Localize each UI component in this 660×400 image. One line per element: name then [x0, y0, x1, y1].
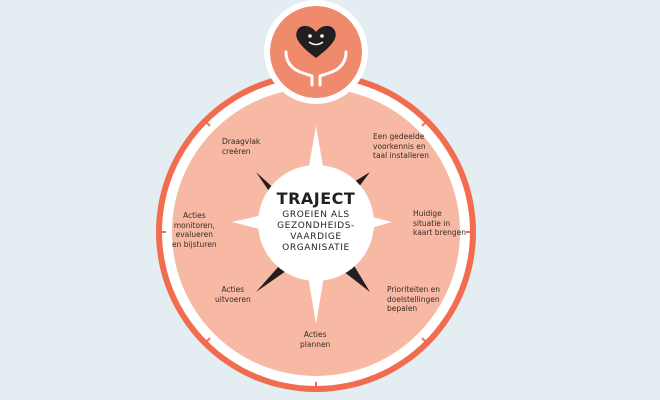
heart-in-hands-icon: [284, 25, 348, 87]
center-disc: [258, 165, 374, 281]
step-label-plannen: Acties plannen: [300, 330, 331, 349]
center-subtitle: GROEIEN ALS GEZONDHEIDS- VAARDIGE ORGANI…: [277, 210, 355, 253]
step-label-monitoren: Acties monitoren, evalueren en bijsturen: [172, 211, 217, 249]
step-label-draagvlak: Draagvlak creëren: [222, 137, 261, 156]
center-title: TRAJECT: [276, 189, 356, 208]
step-label-voorkennis: Een gedeelde voorkennis en taal installe…: [373, 132, 429, 160]
step-label-huidige-situatie: Huidige situatie in kaart brengen: [413, 209, 466, 237]
step-label-uitvoeren: Acties uitvoeren: [215, 285, 251, 304]
step-label-prioriteiten: Prioriteiten en doelstellingen bepalen: [387, 285, 441, 313]
ring-ticks: [156, 118, 476, 392]
